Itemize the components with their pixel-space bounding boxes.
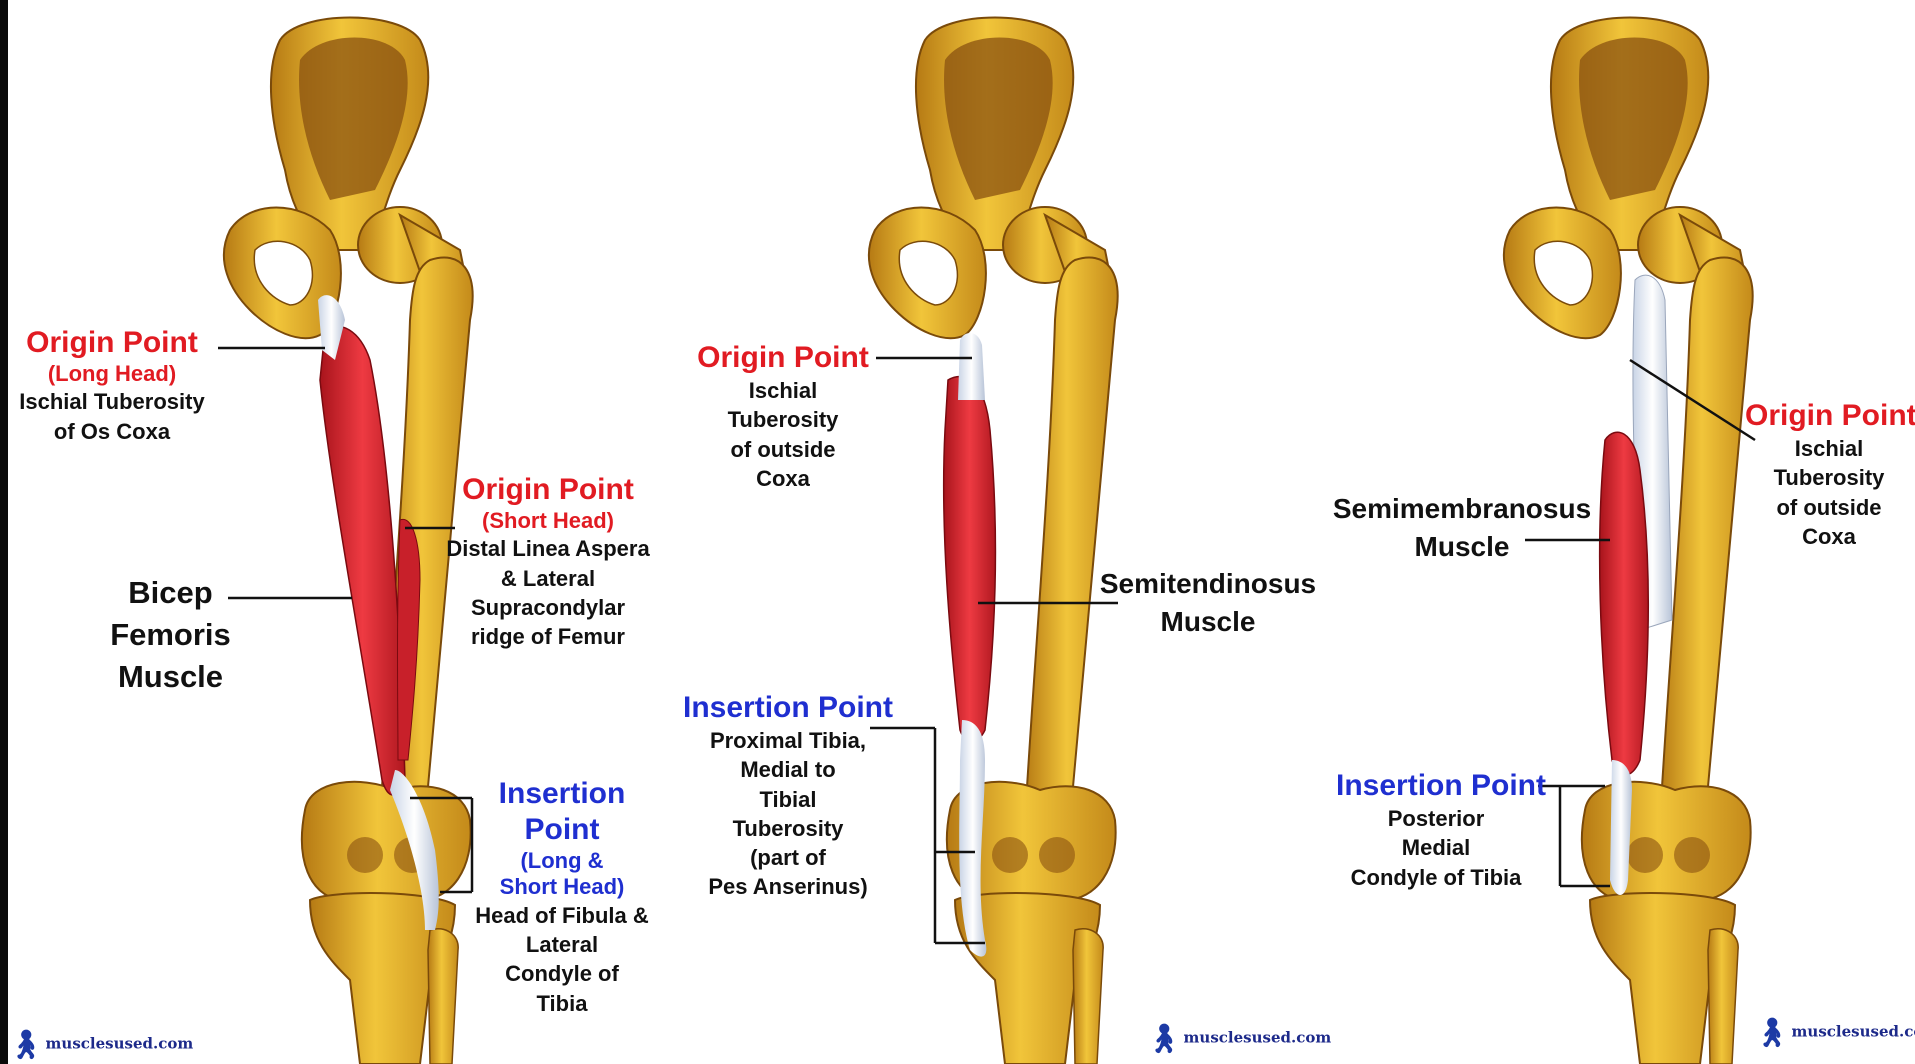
insertion-desc-1: Proximal Tibia,	[678, 726, 898, 755]
insertion-title-1: Insertion	[452, 776, 672, 812]
origin-long-title: Origin Point	[6, 325, 218, 361]
muscle-name-1: Semimembranosus	[1332, 490, 1592, 528]
human-figure-icon: 🚶︎	[1754, 1016, 1790, 1049]
human-figure-icon: 🚶︎	[8, 1028, 44, 1061]
muscle-name-2: Muscle	[1332, 528, 1592, 566]
semimembranosus-label: Semimembranosus Muscle	[1332, 490, 1592, 566]
bicep-femoris-long-head	[320, 326, 405, 795]
origin-desc-1: Ischial	[1745, 434, 1913, 463]
insertion-qualifier-2: Short Head)	[452, 874, 672, 900]
muscle-name-1: Bicep	[88, 572, 253, 614]
human-figure-icon: 🚶︎	[1146, 1022, 1182, 1055]
insertion-desc-6: Pes Anserinus)	[678, 872, 898, 901]
origin-long-head-label: Origin Point (Long Head) Ischial Tuberos…	[6, 325, 218, 446]
origin-title: Origin Point	[690, 340, 876, 376]
origin-desc-2: Tuberosity	[1745, 463, 1913, 492]
origin-desc-3: of outside	[1745, 493, 1913, 522]
origin-short-title: Origin Point	[428, 472, 668, 508]
insertion-qualifier-1: (Long &	[452, 848, 672, 874]
insertion-desc-1: Head of Fibula &	[452, 901, 672, 930]
origin-short-desc-4: ridge of Femur	[428, 622, 668, 651]
origin-desc-4: Coxa	[1745, 522, 1913, 551]
semitendinosus-muscle	[944, 377, 996, 742]
bicep-femoris-label: Bicep Femoris Muscle	[88, 572, 253, 698]
insertion-desc-3: Condyle of	[452, 959, 672, 988]
origin-long-qualifier: (Long Head)	[6, 361, 218, 387]
muscle-name-2: Muscle	[1095, 603, 1321, 641]
origin-short-desc-1: Distal Linea Aspera	[428, 534, 668, 563]
logo-text: musclesused.com	[1184, 1029, 1332, 1047]
insertion-label-panel3: Insertion Point Posterior Medial Condyle…	[1336, 768, 1536, 892]
logo-text: musclesused.com	[1792, 1023, 1915, 1041]
origin-tendon	[958, 333, 985, 400]
insertion-desc-4: Tibia	[452, 989, 672, 1018]
origin-label-panel2: Origin Point Ischial Tuberosity of outsi…	[690, 340, 876, 493]
musclesused-logo: 🚶︎musclesused.com	[8, 1028, 193, 1061]
insertion-desc-2: Lateral	[452, 930, 672, 959]
muscle-name-3: Muscle	[88, 656, 253, 698]
insertion-desc-3: Condyle of Tibia	[1336, 863, 1536, 892]
origin-label-panel3: Origin Point Ischial Tuberosity of outsi…	[1745, 398, 1913, 551]
insertion-title: Insertion Point	[678, 690, 898, 726]
insertion-label-panel2: Insertion Point Proximal Tibia, Medial t…	[678, 690, 898, 902]
origin-desc-2: Tuberosity	[690, 405, 876, 434]
musclesused-logo: 🚶︎musclesused.com	[1146, 1022, 1331, 1055]
semitendinosus-label: Semitendinosus Muscle	[1095, 565, 1321, 641]
insertion-desc-2: Medial to	[678, 755, 898, 784]
logo-text: musclesused.com	[46, 1035, 194, 1053]
origin-desc-4: Coxa	[690, 464, 876, 493]
origin-title: Origin Point	[1745, 398, 1913, 434]
origin-desc-1: Ischial	[690, 376, 876, 405]
insertion-desc-2: Medial	[1336, 833, 1536, 862]
origin-short-desc-2: & Lateral	[428, 564, 668, 593]
origin-long-desc-1: Ischial Tuberosity	[6, 387, 218, 416]
origin-short-qualifier: (Short Head)	[428, 508, 668, 534]
muscle-name-1: Semitendinosus	[1095, 565, 1321, 603]
insertion-desc-4: Tuberosity	[678, 814, 898, 843]
semimembranosus-muscle	[1600, 432, 1649, 775]
insertion-desc-3: Tibial	[678, 785, 898, 814]
origin-short-head-label: Origin Point (Short Head) Distal Linea A…	[428, 472, 668, 651]
muscle-name-2: Femoris	[88, 614, 253, 656]
insertion-desc-5: (part of	[678, 843, 898, 872]
insertion-title-2: Point	[452, 812, 672, 848]
insertion-label-panel1: Insertion Point (Long & Short Head) Head…	[452, 776, 672, 1018]
insertion-desc-1: Posterior	[1336, 804, 1536, 833]
insertion-title: Insertion Point	[1336, 768, 1536, 804]
musclesused-logo: 🚶︎musclesused.com	[1754, 1016, 1915, 1049]
origin-short-desc-3: Supracondylar	[428, 593, 668, 622]
origin-desc-3: of outside	[690, 435, 876, 464]
origin-long-desc-2: of Os Coxa	[6, 417, 218, 446]
